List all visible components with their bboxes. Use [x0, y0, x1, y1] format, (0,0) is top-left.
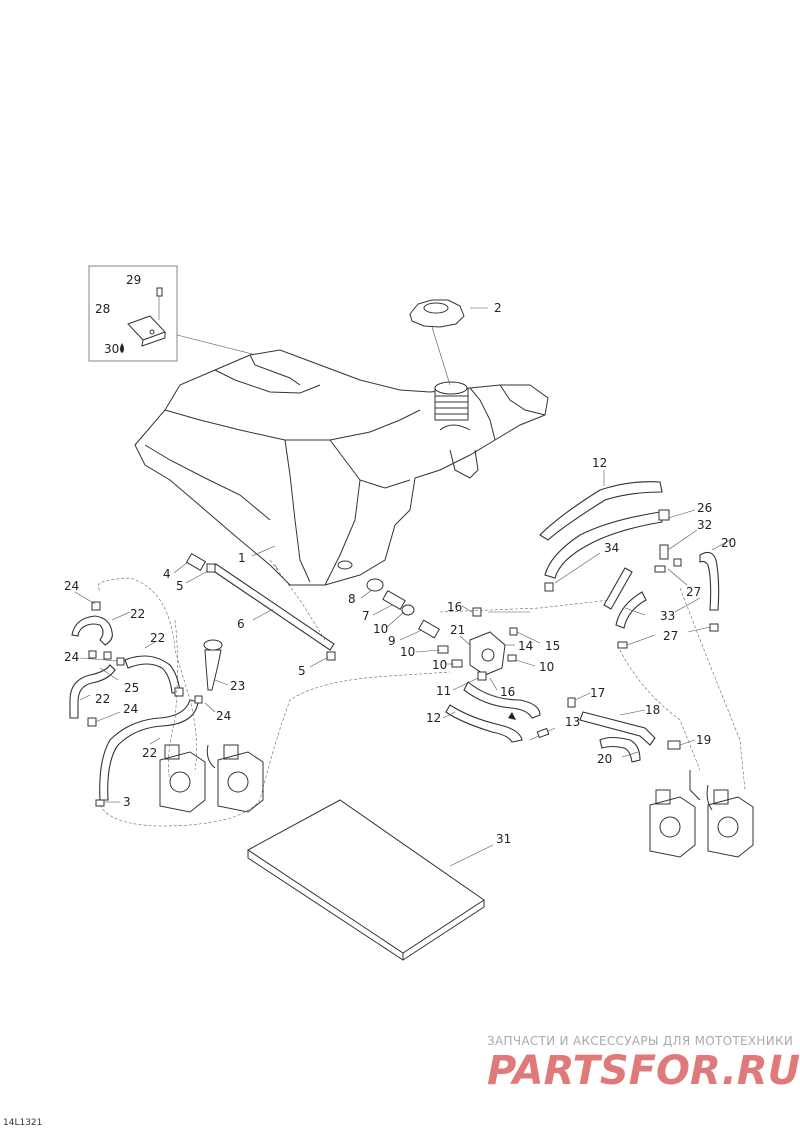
label-23: 23	[230, 679, 245, 693]
label-29: 29	[126, 273, 141, 287]
fuel-cap	[409, 299, 488, 386]
carburetors-left	[159, 744, 264, 813]
label-24c: 24	[123, 702, 138, 716]
label-12a: 12	[592, 456, 607, 470]
label-5b: 5	[298, 664, 306, 678]
hose-20	[599, 551, 720, 763]
valve-stack	[366, 578, 463, 668]
label-13: 13	[565, 715, 580, 729]
label-27b: 27	[663, 629, 678, 643]
label-22d: 22	[142, 746, 157, 760]
inset-box	[88, 265, 178, 362]
label-31: 31	[496, 832, 511, 846]
label-4: 4	[163, 567, 171, 581]
label-5a: 5	[176, 579, 184, 593]
label-3: 3	[123, 795, 131, 809]
label-32: 32	[697, 518, 712, 532]
label-16a: 16	[447, 600, 462, 614]
label-10c: 10	[432, 658, 447, 672]
label-20a: 20	[721, 536, 736, 550]
hose-6	[185, 552, 336, 661]
label-11: 11	[436, 684, 451, 698]
pad-31	[247, 799, 485, 961]
watermark-logo: PARTSFOR.RU	[487, 1048, 800, 1094]
label-17: 17	[590, 686, 605, 700]
filler-neck	[434, 381, 469, 421]
label-16b: 16	[500, 685, 515, 699]
label-27a: 27	[686, 585, 701, 599]
fuel-pump	[469, 607, 518, 681]
label-30: 30	[104, 342, 119, 356]
label-7: 7	[362, 609, 370, 623]
tee-32	[654, 544, 682, 573]
label-24a: 24	[64, 579, 79, 593]
label-26: 26	[697, 501, 712, 515]
label-10a: 10	[373, 622, 388, 636]
left-hoses	[69, 601, 203, 807]
label-2: 2	[494, 301, 502, 315]
label-28: 28	[95, 302, 110, 316]
label-19: 19	[696, 733, 711, 747]
label-22b: 22	[150, 631, 165, 645]
label-1: 1	[238, 551, 246, 565]
label-9: 9	[388, 634, 396, 648]
hose-33	[603, 567, 647, 629]
carburetors-right	[649, 770, 754, 858]
label-24b: 24	[64, 650, 79, 664]
label-34: 34	[604, 541, 619, 555]
hose-12-upper	[539, 481, 670, 592]
label-10b: 10	[400, 645, 415, 659]
label-18: 18	[645, 703, 660, 717]
label-21: 21	[450, 623, 465, 637]
label-25: 25	[124, 681, 139, 695]
drawing-code: 14L1321	[3, 1118, 43, 1128]
label-24d: 24	[216, 709, 231, 723]
label-15: 15	[545, 639, 560, 653]
label-6: 6	[237, 617, 245, 631]
hose-12-lower	[445, 681, 541, 743]
label-20b: 20	[597, 752, 612, 766]
label-12b: 12	[426, 711, 441, 725]
label-22a: 22	[130, 607, 145, 621]
label-8: 8	[348, 592, 356, 606]
watermark-caption: ЗАПЧАСТИ И АКСЕССУАРЫ ДЛЯ МОТОТЕХНИКИ	[487, 1034, 794, 1048]
bracket-28	[127, 315, 166, 347]
drop-icon-30	[120, 343, 124, 353]
label-22c: 22	[95, 692, 110, 706]
label-10d: 10	[539, 660, 554, 674]
label-33: 33	[660, 609, 675, 623]
fuel-tank	[134, 349, 549, 586]
label-14: 14	[518, 639, 533, 653]
screw-29	[156, 287, 163, 320]
primer-23	[203, 639, 223, 691]
